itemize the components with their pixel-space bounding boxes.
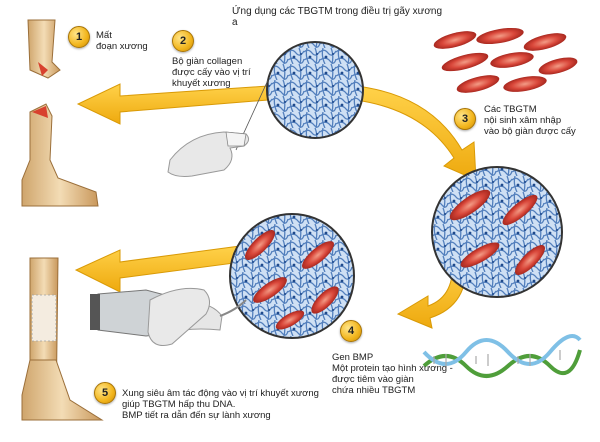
step-3-label: Các TBGTM nội sinh xâm nhập vào bộ giàn … (484, 104, 576, 137)
scaffold-circle-bmp (229, 213, 355, 339)
step-4-badge: 4 (340, 320, 362, 342)
step-3-badge: 3 (454, 108, 476, 130)
healed-bone (21, 257, 104, 421)
gloved-hand-top (167, 131, 250, 177)
cell-cluster (433, 27, 578, 93)
flow-arrows (74, 83, 477, 329)
step-1-label: Mất đoạn xương (96, 30, 148, 52)
scaffold-circle-cells (431, 166, 563, 298)
diagram-title: Ứng dụng các TBGTM trong điều trị gãy xư… (232, 6, 443, 28)
dna-helix (422, 334, 582, 378)
step-5-badge: 5 (94, 382, 116, 404)
broken-bone (21, 19, 99, 207)
step-2-label: Bộ giàn collagen được cấy vào vị trí khu… (172, 56, 251, 89)
ultrasound-probe (90, 287, 247, 346)
step-5-label: Xung siêu âm tác động vào vị trí khuyết … (122, 388, 319, 421)
step-2-badge: 2 (172, 30, 194, 52)
step-1-badge: 1 (68, 26, 90, 48)
step-4-label: Gen BMP Một protein tạo hình xương - đượ… (332, 352, 453, 396)
